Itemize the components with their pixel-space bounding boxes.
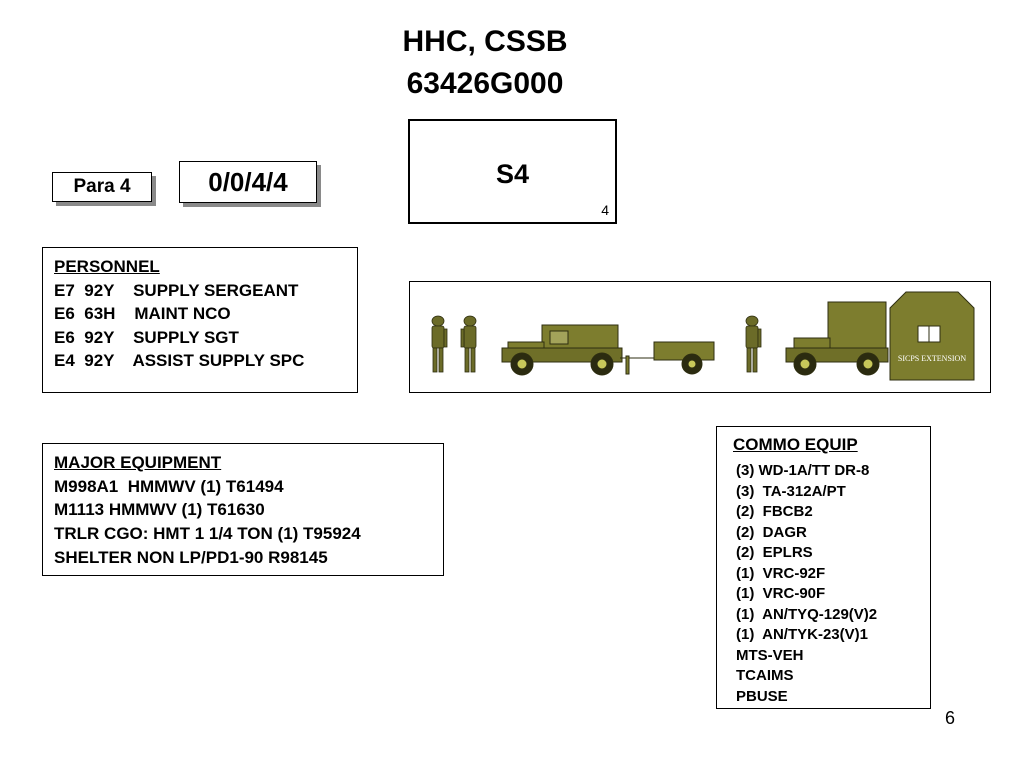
equipment-line: M1113 HMMWV (1) T61630 [54,500,265,520]
equipment-line: SHELTER NON LP/PD1-90 R98145 [54,547,328,567]
soldier-icon [745,315,762,373]
commo-line: (1) AN/TYQ-129(V)2 [736,605,878,623]
commo-line: (1) VRC-90F [736,585,826,602]
personnel-line: E7 92Y SUPPLY SERGEANT [54,280,299,300]
commo-line: MTS-VEH [736,646,804,664]
unit-code: 63426G000 [406,67,564,100]
commo-line: (1) VRC-92F [736,564,826,582]
soldier-icon [460,315,477,373]
commo-line: (3) TA-312A/PT [736,482,846,500]
personnel-heading: PERSONNEL [54,257,160,276]
commo-line: PBUSE [736,687,788,705]
commo-line: (2) EPLRS [736,544,813,561]
page-title: HHC, CSSB [402,25,568,58]
hmmwv-shelter-icon [785,301,889,376]
commo-line: (2) DAGR [736,523,807,541]
section-label: S4 [495,159,530,189]
commo-equip-box: COMMO EQUIP (3) WD-1A/TT DR-8 (3) TA-312… [716,426,931,709]
commo-line: TCAIMS [736,667,794,684]
strength-tag: 0/0/4/4 [179,161,317,203]
para-tag: Para 4 [52,172,152,202]
shelter-label: SICPS EXTENSION [898,354,966,363]
personnel-line: E6 92Y SUPPLY SGT [54,327,239,347]
section-number: 4 [601,202,609,218]
sicps-extension-icon: SICPS EXTENSION [889,291,975,381]
equipment-line: M998A1 HMMWV (1) T61494 [54,476,284,496]
major-equipment-box: MAJOR EQUIPMENT M998A1 HMMWV (1) T61494 … [42,443,444,576]
page-number: 6 [945,708,956,728]
hmmwv-icon [501,324,623,376]
vehicle-illustration: SICPS EXTENSION [409,281,991,393]
trailer-icon [620,341,715,375]
personnel-line: E4 92Y ASSIST SUPPLY SPC [54,351,305,370]
soldier-icon [431,315,448,373]
commo-line: (2) FBCB2 [736,503,813,520]
personnel-line: E6 63H MAINT NCO [54,304,231,323]
section-box: S4 4 [408,119,617,224]
commo-heading: COMMO EQUIP [733,435,858,454]
equipment-line: TRLR CGO: HMT 1 1/4 TON (1) T95924 [54,524,361,544]
commo-line: (1) AN/TYK-23(V)1 [736,626,868,643]
equipment-heading: MAJOR EQUIPMENT [54,453,222,472]
personnel-box: PERSONNEL E7 92Y SUPPLY SERGEANT E6 63H … [42,247,358,393]
commo-line: (3) WD-1A/TT DR-8 [736,462,870,479]
